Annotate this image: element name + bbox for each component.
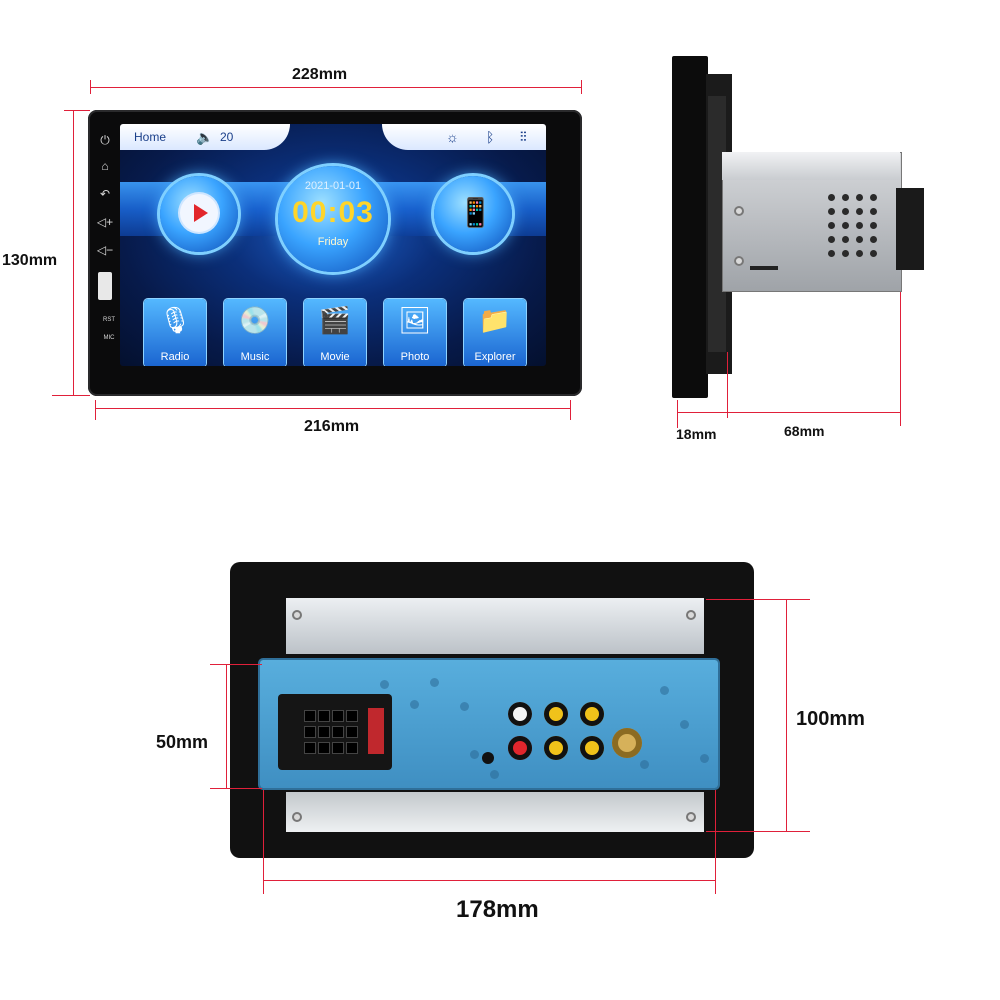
app-label: Explorer [474, 351, 516, 363]
power-icon[interactable]: ⏻ [100, 133, 110, 147]
head-unit-front: ⏻ ⌂ ↶ ◁+ ◁− RST MIC Home 🔈 20 ☼ ᛒ ⫶⫶ 202… [88, 110, 582, 396]
clock-date: 2021-01-01 [304, 180, 362, 192]
chassis-top-edge [722, 152, 900, 180]
back-icon[interactable]: ↶ [99, 187, 111, 201]
fuse [368, 708, 384, 754]
phone-icon: 📱 [458, 197, 493, 228]
screw-icon [686, 812, 696, 822]
dim-tick [900, 292, 901, 426]
antenna-port[interactable] [612, 728, 642, 758]
side-bracket-inner [708, 96, 726, 352]
app-label: Movie [320, 351, 350, 363]
dim-tick [52, 395, 90, 396]
volume-up-icon[interactable]: ◁+ [96, 215, 114, 229]
screw-icon [734, 206, 744, 216]
dim-label-100: 100mm [796, 708, 865, 730]
app-label: Photo [400, 351, 430, 363]
chassis-slot [750, 266, 778, 270]
media-play-button[interactable] [160, 176, 238, 252]
status-home-label[interactable]: Home [134, 130, 167, 144]
dim-tick [706, 831, 810, 832]
music-icon: 💿 [238, 305, 272, 335]
rca-jack-yellow[interactable] [580, 702, 604, 726]
dim-line-rear-178 [263, 880, 715, 881]
movie-icon: 🎬 [318, 305, 352, 335]
rca-jack-yellow[interactable] [580, 736, 604, 760]
explorer-icon: 📁 [478, 305, 512, 335]
rca-jack-yellow[interactable] [544, 736, 568, 760]
phone-link-button[interactable]: 📱 [434, 176, 512, 252]
clock-widget[interactable]: 2021-01-01 00:03 Friday [278, 166, 388, 272]
app-tile-photo[interactable]: 🖼 Photo [384, 299, 446, 366]
dim-tick [210, 664, 262, 665]
dim-label-50: 50mm [156, 732, 209, 752]
screw-icon [686, 610, 696, 620]
app-tile-movie[interactable]: 🎬 Movie [304, 299, 366, 366]
photo-icon: 🖼 [398, 305, 432, 335]
dim-tick [677, 400, 678, 428]
dim-line-bottom [95, 408, 571, 409]
status-bar: Home 🔈 20 ☼ ᛒ ⫶⫶ [120, 124, 546, 152]
radio-icon: 🎙 [158, 305, 192, 335]
play-icon [180, 194, 218, 232]
clock-time: 00:03 [292, 196, 374, 229]
dim-line-rear-100 [786, 599, 787, 831]
rst-label: RST [103, 317, 115, 323]
app-tile-radio[interactable]: 🎙 Radio [144, 299, 206, 366]
speaker-icon[interactable]: 🔈 [196, 129, 214, 145]
side-button-column: ⏻ ⌂ ↶ ◁+ ◁− RST MIC [94, 132, 118, 362]
app-tile-music[interactable]: 💿 Music [224, 299, 286, 366]
screw-icon [292, 610, 302, 620]
aux-port[interactable] [482, 752, 494, 764]
app-tile-explorer[interactable]: 📁 Explorer [464, 299, 526, 366]
bluetooth-icon[interactable]: ᛒ [486, 129, 495, 145]
screw-icon [734, 256, 744, 266]
dim-tick [706, 599, 810, 600]
touch-screen: Home 🔈 20 ☼ ᛒ ⫶⫶ 2021-01-01 00:03 Friday… [120, 124, 546, 366]
app-label: Music [240, 351, 270, 363]
dim-line-left [73, 110, 74, 396]
dim-label-228: 228mm [292, 66, 348, 83]
dim-tick [727, 352, 728, 418]
dim-line-rear-50 [226, 664, 227, 788]
equalizer-icon[interactable]: ⫶⫶ [520, 129, 527, 144]
dim-tick [90, 80, 91, 94]
status-left-panel: Home 🔈 20 [120, 124, 290, 150]
rear-top-plate [286, 598, 704, 654]
status-right-panel: ☼ ᛒ ⫶⫶ [382, 124, 546, 150]
volume-down-icon[interactable]: ◁− [96, 243, 114, 257]
dim-label-216: 216mm [304, 418, 360, 435]
rca-jack-red[interactable] [508, 736, 532, 760]
dim-line-top [90, 87, 582, 88]
rca-jack-yellow[interactable] [544, 702, 568, 726]
side-bezel [672, 56, 708, 398]
app-label: Radio [160, 351, 190, 363]
dim-label-68: 68mm [784, 423, 825, 439]
dim-tick [581, 80, 582, 94]
dim-tick [570, 400, 571, 420]
dim-label-130: 130mm [2, 252, 58, 269]
dim-line-side-depth [677, 412, 901, 413]
usb-port [98, 272, 112, 300]
dim-label-178: 178mm [456, 896, 539, 923]
dim-tick [210, 788, 262, 789]
dim-tick [715, 790, 716, 894]
mic-label: MIC [103, 335, 115, 341]
dim-tick [64, 110, 90, 111]
volume-value: 20 [220, 130, 234, 144]
dim-tick [263, 790, 264, 894]
brightness-icon[interactable]: ☼ [446, 129, 459, 145]
dim-tick [95, 400, 96, 420]
rca-jack-white[interactable] [508, 702, 532, 726]
screw-icon [292, 812, 302, 822]
rear-connector [896, 188, 924, 270]
clock-day: Friday [317, 236, 349, 248]
rear-bottom-plate [286, 792, 704, 832]
dim-label-18: 18mm [676, 426, 717, 442]
home-icon[interactable]: ⌂ [101, 159, 109, 173]
vent-grid [828, 194, 880, 264]
